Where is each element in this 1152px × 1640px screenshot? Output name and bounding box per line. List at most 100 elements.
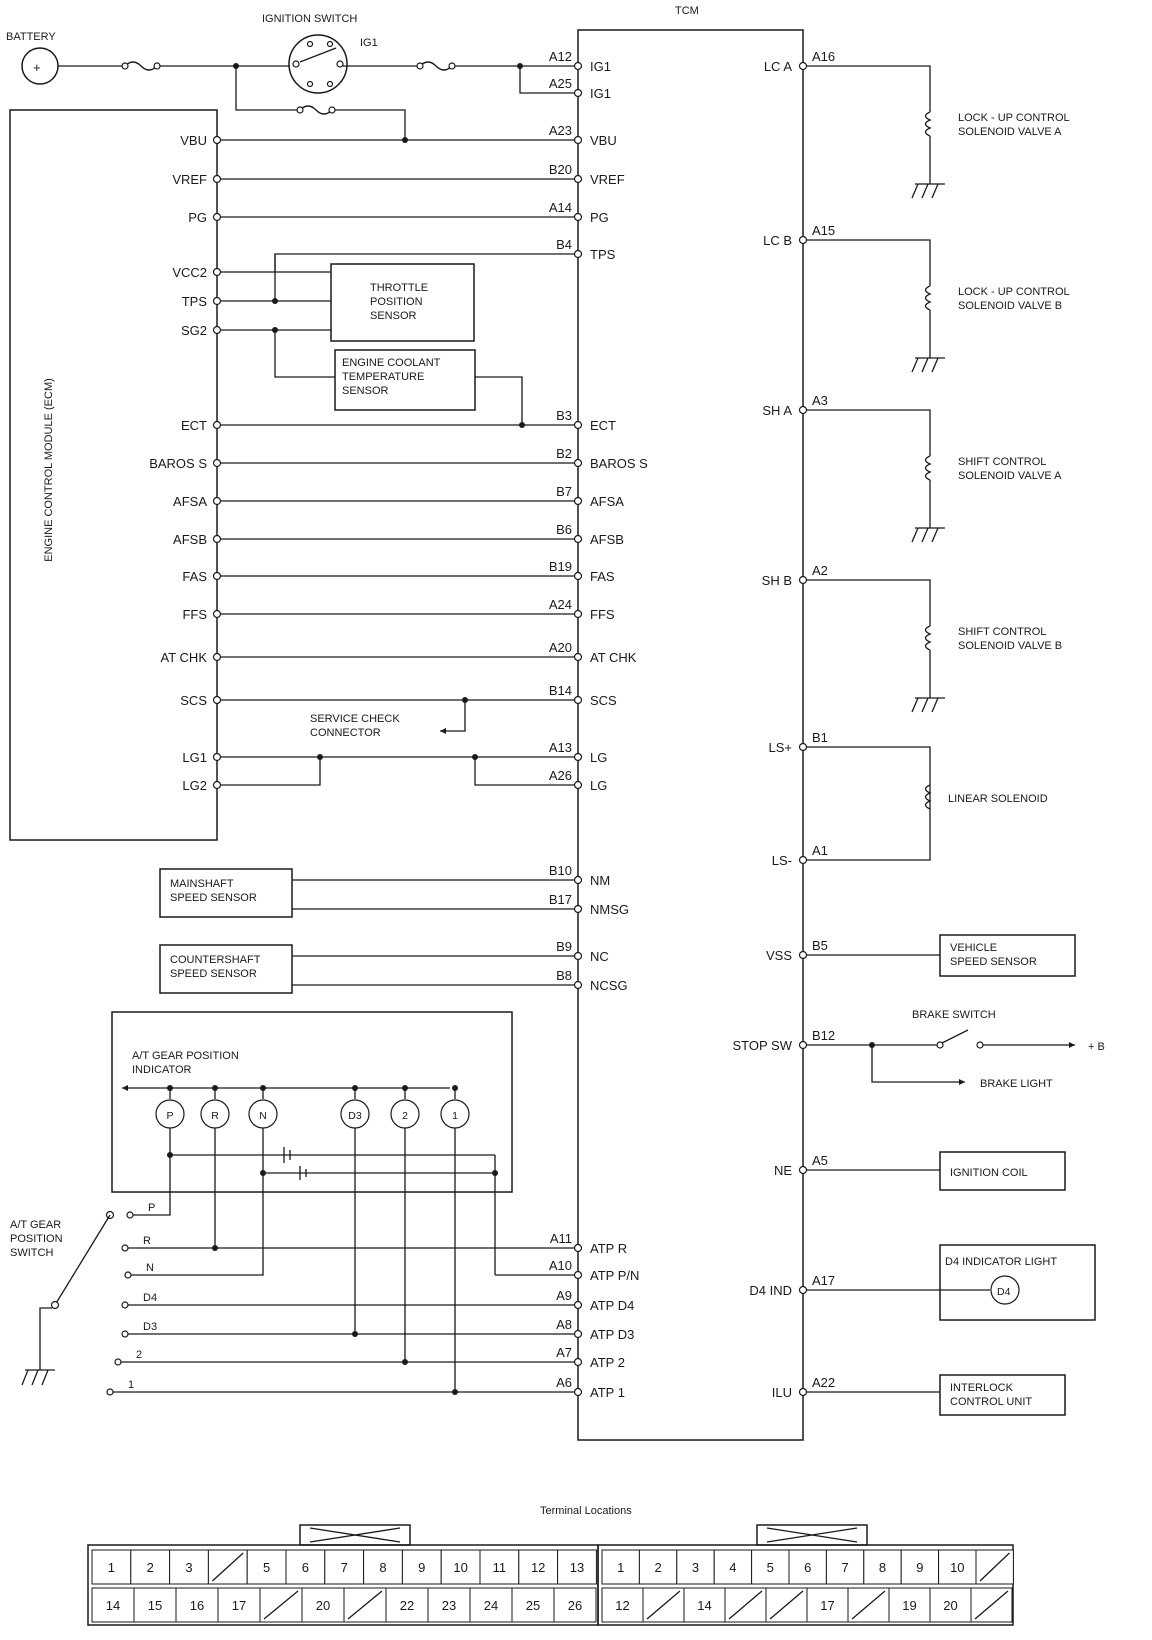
ecm-pin (212, 174, 222, 184)
terminal-cell (825, 1549, 865, 1585)
tcm-pin-label: VSS (766, 948, 792, 963)
tps-sensor-box: THROTTLE POSITION SENSOR (330, 263, 475, 342)
tcm-terminal-number: A25 (549, 76, 572, 91)
tcm-pin (798, 742, 808, 752)
ignition-switch-label: IGNITION SWITCH (262, 13, 357, 25)
d4-indicator-light: D4 INDICATOR LIGHT D4 (806, 1244, 1096, 1321)
solenoid-label: SHIFT CONTROL (958, 456, 1046, 468)
tcm-terminal-number: A12 (549, 49, 572, 64)
ecm-pin-label: AFSB (173, 532, 207, 547)
terminal-cell (929, 1587, 972, 1623)
ecm-pin-label: FAS (182, 569, 207, 584)
svg-text:SPEED SENSOR: SPEED SENSOR (950, 956, 1037, 968)
power-supply-section: BATTERY + IGNITION SWITCH IG1 TCM (6, 5, 699, 143)
ecm-pin-label: ECT (181, 418, 207, 433)
terminal-cell (938, 1549, 977, 1585)
tcm-terminal-number: A10 (549, 1258, 572, 1273)
svg-text:POSITION: POSITION (10, 1233, 63, 1245)
tcm-pin (573, 1270, 583, 1280)
ecm-pin-label: LG1 (182, 750, 207, 765)
tcm-terminal-number: A2 (812, 563, 828, 578)
tcm-terminal-number: B19 (549, 559, 572, 574)
svg-text:INTERLOCK: INTERLOCK (950, 1382, 1014, 1394)
switch-position-label: D4 (143, 1292, 157, 1304)
tcm-pin (573, 135, 583, 145)
ecm-pin-label: TPS (182, 294, 208, 309)
solenoid-label: LOCK - UP CONTROL (958, 286, 1070, 298)
tcm-module: A12IG1A25IG1A23VBUB20VREFA14PGB4TPSB3ECT… (549, 29, 835, 1441)
tcm-pin (573, 1300, 583, 1310)
tcm-pin-label: AFSA (590, 494, 624, 509)
terminal-cell (713, 1549, 753, 1585)
tcm-pin (798, 235, 808, 245)
tcm-pin-label: SH B (762, 573, 792, 588)
ecm-pin-label: BAROS S (149, 456, 207, 471)
tcm-pin (573, 780, 583, 790)
tcm-terminal-number: A15 (812, 223, 835, 238)
svg-text:INDICATOR: INDICATOR (132, 1064, 192, 1076)
terminal-cell (91, 1549, 132, 1585)
linear-solenoid: LINEAR SOLENOID (806, 746, 1048, 861)
ecm-pin (212, 652, 222, 662)
terminal-number: 13 (570, 1560, 584, 1575)
tcm-pin (573, 174, 583, 184)
tcm-pin-label: FAS (590, 569, 615, 584)
tcm-terminal-number: A3 (812, 393, 828, 408)
tcm-terminal-number: B17 (549, 892, 572, 907)
terminal-number: 6 (302, 1560, 309, 1575)
svg-text:SENSOR: SENSOR (342, 385, 389, 397)
tcm-terminal-number: A11 (550, 1231, 572, 1246)
svg-text:SPEED SENSOR: SPEED SENSOR (170, 968, 257, 980)
tcm-pin (573, 458, 583, 468)
switch-position-label: P (148, 1202, 155, 1214)
ecm-pin (212, 534, 222, 544)
tcm-pin-label: NM (590, 873, 610, 888)
tcm-terminal-number: B2 (556, 446, 572, 461)
terminal-cell (601, 1549, 640, 1585)
terminal-cell (683, 1587, 726, 1623)
svg-text:BRAKE LIGHT: BRAKE LIGHT (980, 1078, 1053, 1090)
gear-lamp-label: D3 (348, 1110, 362, 1122)
terminal-number: 6 (804, 1560, 811, 1575)
terminal-number: 5 (263, 1560, 270, 1575)
gear-lamp-label: 1 (452, 1110, 458, 1122)
tcm-pin (573, 904, 583, 914)
coil-icon (924, 111, 932, 137)
tcm-pin-label: ILU (772, 1385, 792, 1400)
svg-text:SENSOR: SENSOR (370, 310, 417, 322)
tcm-pin-label: SCS (590, 693, 617, 708)
svg-text:IGNITION COIL: IGNITION COIL (950, 1167, 1028, 1179)
switch-contact (121, 1330, 129, 1338)
tcm-pin-label: BAROS S (590, 456, 648, 471)
terminal-cell (553, 1587, 597, 1623)
ecm-pin-label: AT CHK (161, 650, 208, 665)
tcm-pin-label: TPS (590, 247, 616, 262)
terminal-cell (788, 1549, 827, 1585)
ecm-pin-label: SG2 (181, 323, 207, 338)
ecm-pin (212, 609, 222, 619)
terminal-number: 9 (916, 1560, 923, 1575)
ecm-pin-label: SCS (180, 693, 207, 708)
tcm-pin (573, 1243, 583, 1253)
tcm-terminal-number: B3 (556, 408, 572, 423)
tcm-pin (798, 950, 808, 960)
tcm-pin-label: PG (590, 210, 609, 225)
terminal-number: 3 (185, 1560, 192, 1575)
tcm-label: TCM (675, 5, 699, 17)
ecm-pin (212, 571, 222, 581)
tcm-pin (573, 980, 583, 990)
ig1-contact-label: IG1 (360, 37, 378, 49)
ecm-pin (212, 458, 222, 468)
tcm-pin (573, 212, 583, 222)
tcm-pin (798, 855, 808, 865)
ecm-pin-label: VCC2 (172, 265, 207, 280)
ecm-pin (212, 267, 222, 277)
d4-lamp-icon: D4 (997, 1286, 1011, 1298)
unused-terminal-slash (728, 1590, 763, 1620)
terminal-number: 16 (190, 1598, 204, 1613)
tcm-pin-label: LG (590, 750, 607, 765)
tcm-pin-label: AT CHK (590, 650, 637, 665)
